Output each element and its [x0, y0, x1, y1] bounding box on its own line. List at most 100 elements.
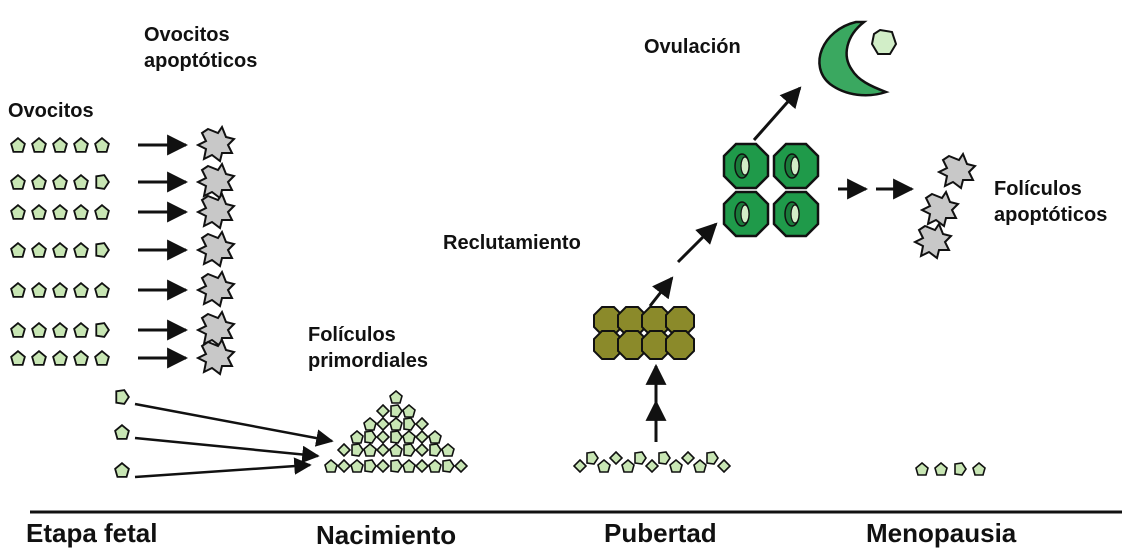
label-line: apoptóticos	[144, 50, 258, 72]
oocyte	[52, 322, 68, 338]
apoptotic-oocyte	[197, 163, 235, 199]
primordial-follicle	[573, 459, 587, 473]
oocytes-label: Ovocitos	[8, 100, 94, 122]
primordial-follicle	[364, 459, 377, 473]
recruited-follicle-cluster	[593, 306, 695, 360]
primordial-follicle	[324, 459, 338, 473]
oocyte	[31, 174, 47, 190]
oocyte	[95, 322, 110, 338]
primordial-follicle	[403, 417, 416, 431]
oocyte	[31, 204, 47, 220]
oocyte	[10, 322, 26, 338]
primordial-follicle	[693, 459, 707, 473]
label-line: Ovocitos	[144, 24, 230, 46]
oocyte	[52, 137, 68, 153]
primordial-follicle	[415, 430, 429, 444]
oocyte	[73, 242, 89, 258]
primordial-follicle	[609, 451, 623, 465]
primordial-follicle	[363, 443, 377, 457]
primordial-follicle	[350, 430, 364, 444]
primordial-follicle	[364, 430, 377, 444]
primordial-follicles-label: Folículos primordiales	[308, 322, 428, 374]
primordial-follicle	[634, 451, 647, 465]
oocyte	[94, 282, 110, 298]
lone-oocyte	[114, 424, 130, 440]
primordial-follicle	[390, 430, 403, 444]
primordial-follicle	[389, 443, 403, 457]
label-line: primordiales	[308, 350, 429, 372]
oocyte	[73, 137, 89, 153]
oocyte	[73, 204, 89, 220]
arrow	[676, 222, 718, 264]
oocyte	[31, 282, 47, 298]
apoptotic-oocyte	[197, 271, 235, 307]
primordial-follicle	[389, 390, 403, 404]
apoptotic-oocytes-label: Ovocitos apoptóticos	[144, 22, 257, 74]
oocyte	[52, 204, 68, 220]
oocyte	[52, 350, 68, 366]
primordial-follicle	[390, 459, 403, 473]
primordial-follicle	[586, 451, 599, 465]
recruitment-label: Reclutamiento	[443, 232, 581, 254]
label-line: apoptóticos	[994, 204, 1108, 226]
lone-oocytes	[114, 389, 334, 479]
oocyte	[73, 174, 89, 190]
arrow	[134, 402, 334, 447]
arrow	[752, 86, 802, 141]
primordial-follicle	[717, 459, 731, 473]
oocyte	[73, 322, 89, 338]
apoptotic-oocyte	[197, 311, 235, 347]
primordial-follicle	[415, 443, 429, 457]
oocyte	[10, 174, 26, 190]
oocyte	[95, 174, 110, 190]
oocyte	[10, 282, 26, 298]
oocyte	[52, 282, 68, 298]
primordial-follicle	[429, 443, 442, 457]
primordial-follicle-pyramid	[324, 390, 468, 473]
oocyte	[10, 137, 26, 153]
primordial-follicle	[621, 459, 635, 473]
oocyte	[10, 204, 26, 220]
primordial-follicle	[706, 451, 719, 465]
stage-label-fetal: Etapa fetal	[26, 518, 158, 548]
arrow	[134, 457, 312, 479]
primordial-follicle	[658, 451, 671, 465]
primordial-follicle	[454, 459, 468, 473]
stage-label-birth: Nacimiento	[316, 520, 457, 550]
primordial-follicle	[441, 443, 455, 457]
oocyte	[95, 242, 110, 258]
apoptotic-oocyte	[197, 126, 235, 162]
primordial-follicle	[376, 443, 390, 457]
oocyte	[94, 204, 110, 220]
primordial-follicle	[645, 459, 659, 473]
primordial-follicle	[389, 417, 403, 431]
oocyte	[52, 242, 68, 258]
primordial-follicle	[363, 417, 377, 431]
primordial-follicle	[669, 459, 683, 473]
selected-follicles	[722, 142, 820, 238]
primordial-follicle	[376, 417, 390, 431]
arrow	[134, 436, 320, 464]
primordial-follicle	[402, 459, 416, 473]
primordial-follicle	[403, 443, 416, 457]
oocyte	[31, 322, 47, 338]
primordial-follicle	[350, 459, 364, 473]
arrow	[648, 276, 674, 307]
primordial-follicle	[402, 404, 416, 418]
primordial-follicle	[351, 443, 364, 457]
primordial-follicle	[597, 459, 611, 473]
primordial-follicle	[390, 404, 403, 418]
apoptotic-follicles	[914, 153, 976, 259]
oocyte	[31, 350, 47, 366]
primordial-follicle	[376, 430, 390, 444]
apoptotic-follicles-label: Folículos apoptóticos	[994, 176, 1107, 228]
primordial-follicle	[337, 459, 351, 473]
primordial-follicle	[402, 430, 416, 444]
primordial-follicle	[415, 459, 429, 473]
primordial-follicle	[681, 451, 695, 465]
apoptotic-oocyte	[197, 231, 235, 267]
ovulation-label: Ovulación	[644, 36, 741, 58]
oocyte	[52, 174, 68, 190]
oocyte	[94, 137, 110, 153]
